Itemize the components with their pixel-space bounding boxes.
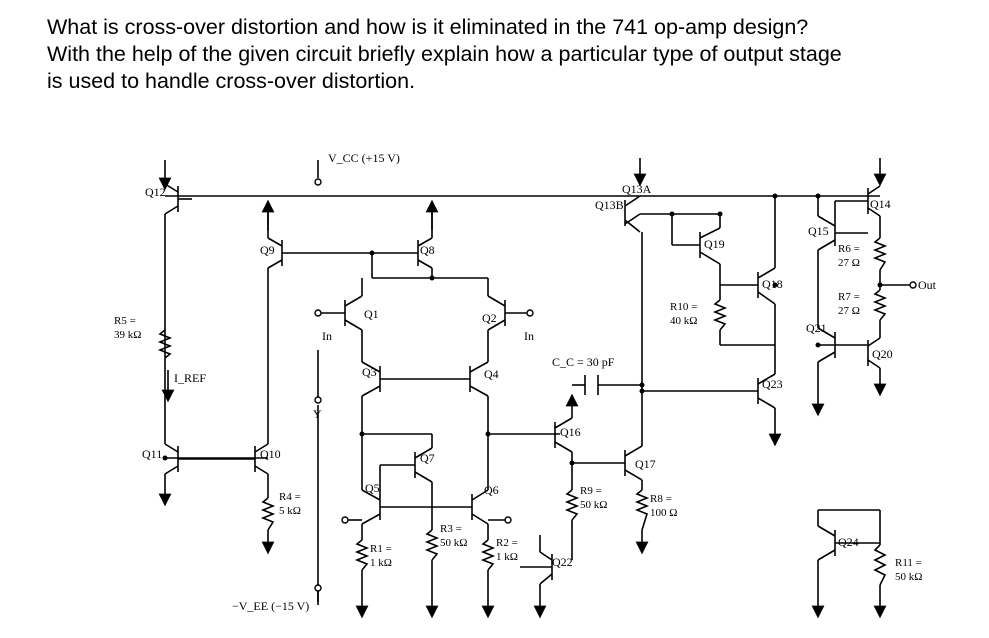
terminals — [314, 178, 917, 592]
r9-name: R9 = — [580, 485, 602, 497]
out-label: Out — [918, 278, 937, 292]
in-minus-label: In — [524, 329, 534, 343]
q13b-label: Q13B — [595, 198, 624, 212]
r4-value: 5 kΩ — [279, 505, 301, 517]
q7-label: Q7 — [420, 451, 435, 465]
q8-label: Q8 — [420, 243, 435, 257]
labels: V_CC (+15 V) −V_EE (−15 V) I_REF In In Y… — [114, 151, 937, 613]
r11-value: 50 kΩ — [895, 571, 922, 583]
r8-name: R8 = — [650, 493, 672, 505]
q23-label: Q23 — [762, 377, 783, 391]
r9-value: 50 kΩ — [580, 499, 607, 511]
q1-label: Q1 — [364, 307, 379, 321]
question-text: What is cross-over distortion and how is… — [47, 14, 967, 95]
question-line-2: With the help of the given circuit brief… — [47, 42, 842, 66]
r11-name: R11 = — [895, 557, 922, 569]
r1-name: R1 = — [370, 543, 392, 555]
r6-value: 27 Ω — [838, 257, 860, 269]
q12-label: Q12 — [145, 185, 166, 199]
q9-label: Q9 — [260, 243, 275, 257]
in-plus-label: In — [322, 329, 332, 343]
r3-name: R3 = — [440, 523, 462, 535]
r2-value: 1 kΩ — [496, 551, 518, 563]
node-y-label: Y — [313, 407, 322, 421]
question-line-1: What is cross-over distortion and how is… — [47, 15, 809, 39]
r3-value: 50 kΩ — [440, 537, 467, 549]
r6-name: R6 = — [838, 243, 860, 255]
q22-label: Q22 — [552, 555, 573, 569]
cc-label: C_C = 30 pF — [552, 355, 615, 369]
r7-value: 27 Ω — [838, 305, 860, 317]
q3-label: Q3 — [362, 365, 377, 379]
r8-value: 100 Ω — [650, 507, 677, 519]
q14-label: Q14 — [870, 197, 891, 211]
q20-label: Q20 — [872, 347, 893, 361]
q19-label: Q19 — [704, 237, 725, 251]
r7-name: R7 = — [838, 291, 860, 303]
compensation-capacitor — [584, 375, 599, 395]
q21-label: Q21 — [806, 321, 827, 335]
resistor-symbols — [157, 237, 888, 586]
q24-label: Q24 — [838, 535, 859, 549]
q18-label: Q18 — [762, 277, 783, 291]
r10-name: R10 = — [670, 301, 697, 313]
q17-label: Q17 — [635, 457, 656, 471]
q13a-label: Q13A — [622, 182, 652, 196]
r2-name: R2 = — [496, 537, 518, 549]
vcc-label: V_CC (+15 V) — [328, 151, 400, 165]
q16-label: Q16 — [560, 425, 581, 439]
wiring — [158, 160, 910, 619]
r5-value: 39 kΩ — [114, 329, 141, 341]
r10-value: 40 kΩ — [670, 315, 697, 327]
rails — [158, 158, 887, 459]
r5-name: R5 = — [114, 315, 136, 327]
q4-label: Q4 — [484, 367, 499, 381]
q15-label: Q15 — [808, 224, 829, 238]
iref-label: I_REF — [174, 371, 206, 385]
q11-label: Q11 — [142, 447, 162, 461]
junction-dots — [162, 193, 883, 466]
vee-label: −V_EE (−15 V) — [232, 599, 309, 613]
r1-value: 1 kΩ — [370, 557, 392, 569]
q2-label: Q2 — [482, 311, 497, 325]
q6-label: Q6 — [484, 483, 499, 497]
q10-label: Q10 — [260, 447, 281, 461]
question-line-3: is used to handle cross-over distortion. — [47, 69, 416, 93]
r4-name: R4 = — [279, 491, 301, 503]
q5-label: Q5 — [365, 481, 380, 495]
